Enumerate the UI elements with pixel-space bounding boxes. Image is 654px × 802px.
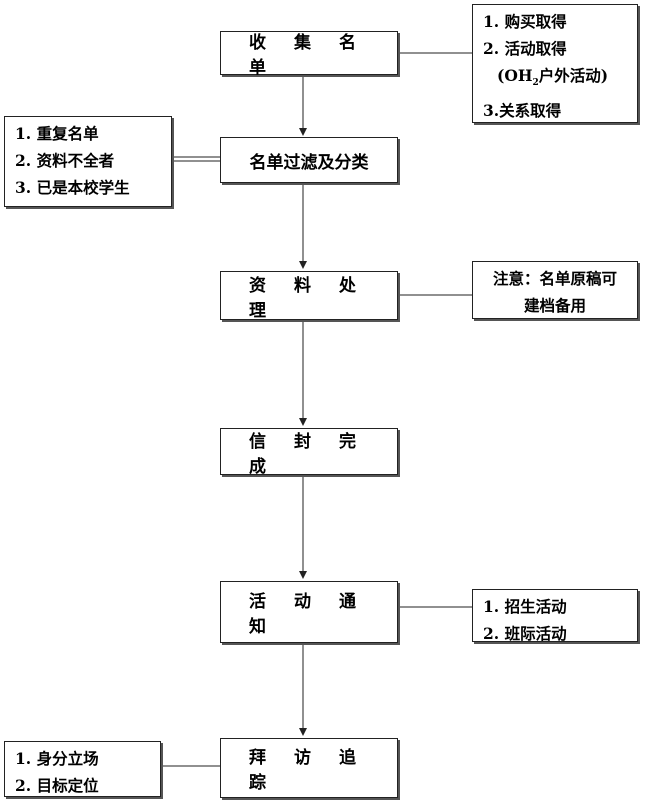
note-line: 注意：名单原稿可 <box>492 269 617 288</box>
note-filter-criteria: 1. 重复名单 2. 资料不全者 3. 已是本校学生 <box>4 116 172 207</box>
note-line: 3.关系取得 <box>483 101 562 121</box>
note-line: 2. 资料不全者 <box>15 151 115 170</box>
note-collect-sources: 1. 购买取得 2. 活动取得 (OH2户外活动) 3.关系取得 <box>472 4 638 123</box>
step-data-processing: 资料处理 <box>220 271 398 321</box>
step-envelope-complete: 信封完成 <box>220 428 398 477</box>
note-line: 建档备用 <box>523 296 586 315</box>
note-line: 2. 目标定位 <box>15 776 99 795</box>
step-label: 拜访追踪 <box>249 748 384 793</box>
step-label: 资料处理 <box>249 275 384 321</box>
note-visit-focus: 1. 身分立场 2. 目标定位 <box>4 741 161 797</box>
step-filter-classify: 名单过滤及分类 <box>220 137 398 183</box>
step-label: 信封完成 <box>249 431 384 477</box>
note-activity-types: 1. 招生活动 2. 班际活动 <box>472 589 638 643</box>
note-line: 1. 购买取得 <box>483 12 567 31</box>
step-activity-notice: 活动通知 <box>220 581 398 643</box>
step-collect-list: 收集名单 <box>220 31 398 78</box>
step-visit-followup: 拜访追踪 <box>220 738 398 798</box>
note-line: 3. 已是本校学生 <box>15 178 130 197</box>
note-line: 1. 招生活动 <box>483 597 567 616</box>
step-label: 活动通知 <box>249 592 384 637</box>
step-label: 名单过滤及分类 <box>249 152 369 173</box>
note-processing-caution: 注意：名单原稿可 建档备用 <box>472 261 638 319</box>
note-line: (OH2户外活动) <box>497 66 609 89</box>
note-line: 2. 班际活动 <box>483 624 567 643</box>
note-line: 2. 活动取得 <box>483 39 567 58</box>
note-line: 1. 重复名单 <box>15 124 99 143</box>
step-label: 收集名单 <box>249 33 384 78</box>
note-line: 1. 身分立场 <box>15 749 99 768</box>
